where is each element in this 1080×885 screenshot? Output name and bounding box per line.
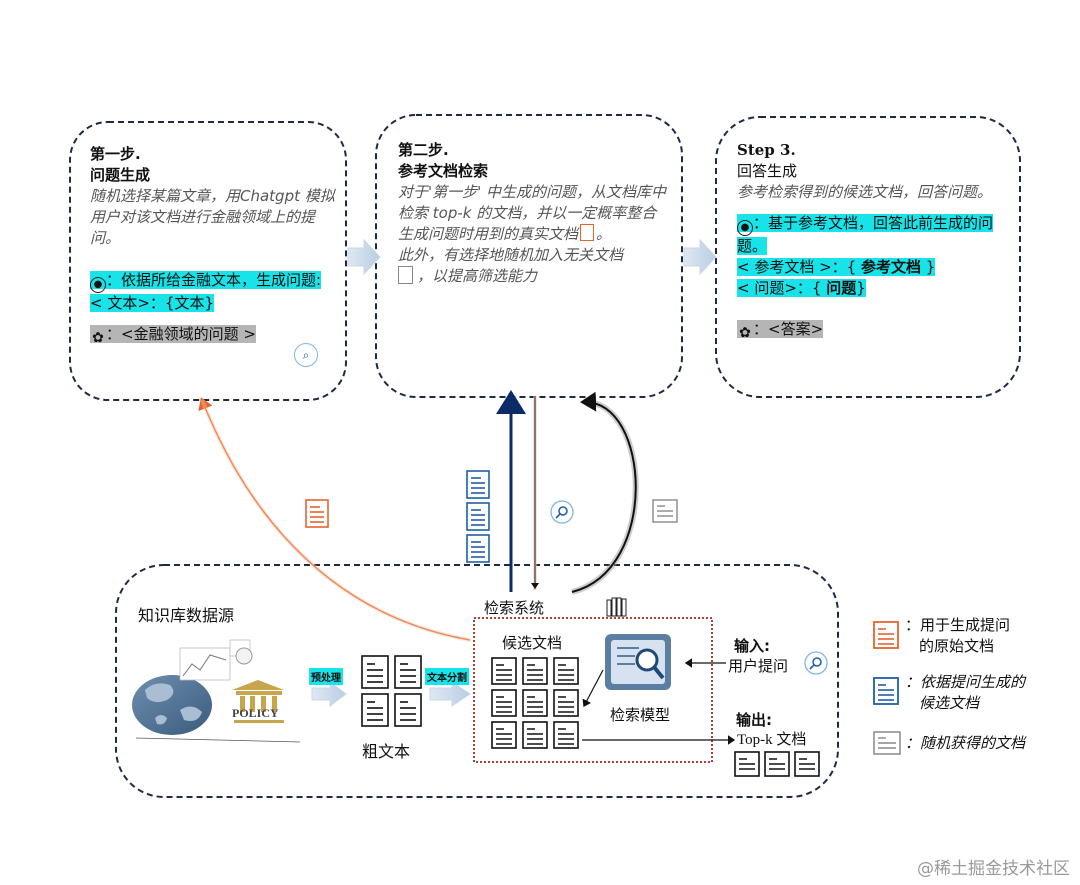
step1-output: ✿：<金融领域的问题 > [90, 324, 340, 346]
step1-prompt-line2: < 文本>：{文本} [90, 294, 214, 312]
step1-output-text: ：<金融领域的问题 > [106, 325, 256, 343]
raw-text-docs [361, 655, 422, 727]
blue-doc-icon [466, 502, 490, 531]
step3-prompt-line2a: < 参考文档 >：{ [737, 258, 861, 276]
legend-gray-doc-icon [873, 731, 901, 755]
step2-to-step3-arrow [683, 238, 717, 276]
step1-description: 随机选择某篇文章，用Chatgpt 模拟用户对该文档进行金融领域上的提问。 [90, 187, 335, 247]
step3-prompt-line2b: 参考文档 [861, 258, 922, 276]
search-icon [804, 651, 828, 675]
step1-prompt: ●：依据所给金融文本，生成问题: < 文本>：{文本} [90, 270, 340, 314]
retrieval-model-label: 检索模型 [610, 706, 671, 724]
chatgpt-icon: ✿ [92, 330, 104, 346]
orange-arrow-to-step1 [198, 397, 471, 641]
step3-prompt-line1: ：基于参考文档，回答此前生成的问题。 [737, 214, 994, 255]
orange-doc-icon [305, 499, 329, 528]
text-split-label: 文本分割 [425, 668, 469, 685]
gray-doc-icon [398, 266, 413, 284]
step1-title: 第一步. [90, 145, 141, 163]
retrieval-system-box [473, 617, 713, 763]
policy-text: POLICY [232, 706, 279, 720]
step1-content: 第一步. 问题生成 随机选择某篇文章，用Chatgpt 模拟用户对该文档进行金融… [90, 144, 340, 346]
step2-desc3: ，以提高筛选能力 [417, 267, 538, 285]
topk-docs [734, 751, 820, 777]
step2-content: 第二步. 参考文档检索 对于'第一步' 中生成的问题，从文档库中检索 top-k… [398, 140, 670, 287]
legend-item-original: ：用于生成提问 的原始文档 [905, 615, 1010, 657]
step2-description: 对于'第一步' 中生成的问题，从文档库中检索 top-k 的文档，并以一定概率整… [398, 182, 670, 245]
legend-item-random: ：随机获得的文档 [905, 733, 1025, 754]
step3-subtitle: 回答生成 [737, 162, 798, 180]
preprocess-label: 预处理 [309, 668, 343, 685]
step2-description-3: ，以提高筛选能力 [398, 266, 670, 287]
books-icon [606, 597, 627, 617]
step3-output-text: ：<答案> [753, 320, 824, 338]
step1-subtitle: 问题生成 [90, 166, 151, 184]
legend-item1-line2: 的原始文档 [919, 637, 995, 655]
legend-item2-line2: 候选文档 [919, 694, 980, 712]
user-query-label: 用户提问 [728, 657, 789, 675]
preprocess-arrow [311, 681, 347, 707]
step3-prompt-line3a: < 问题>：{ [737, 279, 827, 297]
policy-building-image [232, 680, 284, 723]
step2-description-2: 此外，有选择地随机加入无关文档 [398, 245, 670, 266]
output-label: 输出: [736, 711, 772, 729]
step3-box [715, 116, 1021, 398]
orange-doc-icon [580, 224, 595, 241]
random-doc-arrow [571, 391, 637, 593]
chatgpt-icon: ✿ [739, 325, 751, 341]
watermark: @稀土掘金技术社区 [917, 859, 1070, 879]
legend-item-candidate: ：依据提问生成的 候选文档 [905, 672, 1025, 714]
candidate-docs-label: 候选文档 [502, 634, 563, 652]
step3-prompt-line3b: 问题 [826, 279, 857, 297]
topk-label: Top-k 文档 [737, 732, 807, 748]
kb-box [115, 564, 839, 798]
step3-content: Step 3. 回答生成 参考检索得到的候选文档，回答问题。 ●：基于参考文档，… [737, 140, 1007, 341]
split-arrow [429, 681, 471, 707]
step2-title: 第二步. [398, 141, 449, 159]
world-map-image [132, 639, 301, 743]
blue-doc-icon [466, 470, 490, 499]
candidate-docs-grid [491, 657, 579, 749]
step2-desc1-end: 。 [596, 225, 612, 243]
step3-title: Step 3. [737, 141, 796, 159]
legend-item1-line1: ：用于生成提问 [905, 616, 1011, 634]
step1-to-step2-arrow [347, 238, 381, 276]
legend-item2-line1: ：依据提问生成的 [905, 673, 1026, 691]
search-icon: ⌕ [294, 343, 318, 367]
legend-item3: ：随机获得的文档 [905, 734, 1026, 752]
search-icon [550, 500, 574, 524]
input-label: 输入: [734, 637, 770, 655]
step3-output: ✿：<答案> [737, 319, 1007, 341]
step3-prompt-line2c: } [921, 258, 936, 276]
retrieval-system-label: 检索系统 [484, 599, 545, 617]
step2-desc2: 此外，有选择地随机加入无关文档 [398, 246, 624, 264]
step3-prompt-line3c: } [856, 279, 866, 297]
gray-doc-icon [652, 499, 678, 523]
retrieval-model-icon [605, 634, 671, 690]
step2-subtitle: 参考文档检索 [398, 162, 489, 180]
legend-orange-doc-icon [873, 621, 899, 649]
step1-prompt-line1: ：依据所给金融文本，生成问题: [106, 271, 322, 289]
user-icon: ● [737, 220, 753, 236]
model-to-docs-arrow [582, 669, 604, 708]
step3-prompt: ●：基于参考文档，回答此前生成的问题。 < 参考文档 >：{ 参考文档 } < … [737, 213, 1007, 299]
user-icon: ● [90, 277, 106, 293]
step2-desc1: 对于'第一步' 中生成的问题，从文档库中检索 top-k 的文档，并以一定概率整… [398, 183, 667, 243]
step3-description: 参考检索得到的候选文档，回答问题。 [737, 183, 993, 201]
raw-text-label: 粗文本 [362, 742, 411, 761]
blue-doc-icon [466, 534, 490, 563]
kb-source-label: 知识库数据源 [138, 606, 235, 625]
legend-blue-doc-icon [873, 677, 899, 705]
